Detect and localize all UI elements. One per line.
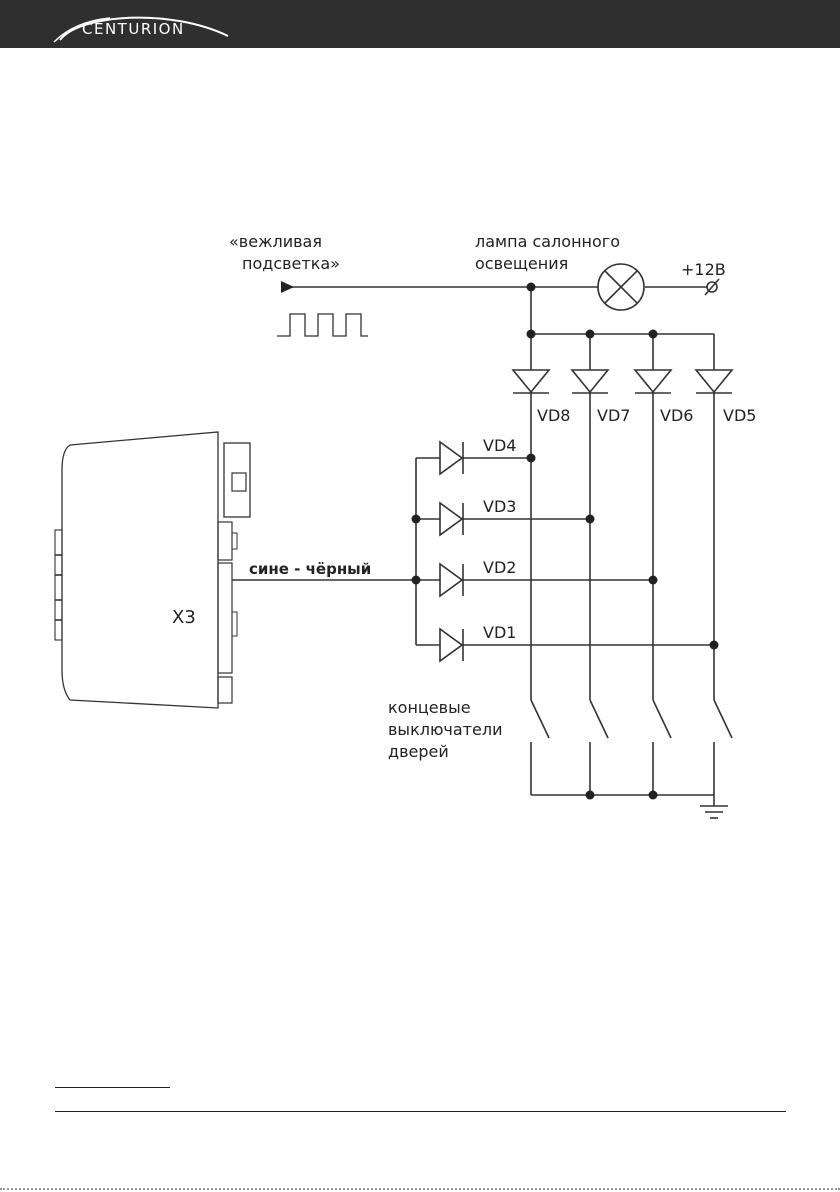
label-vd3: VD3: [483, 497, 516, 516]
footnote-separator: [55, 1087, 170, 1088]
signal-label-line2: подсветка»: [242, 254, 340, 273]
diode-vd7: [572, 370, 608, 393]
diode-vd1: [440, 629, 463, 661]
lamp-label-line1: лампа салонного: [475, 232, 620, 251]
label-vd7: VD7: [597, 406, 630, 425]
page-edge-dots: [0, 1188, 840, 1190]
supply-label: +12В: [681, 260, 726, 279]
switch-label-line1: концевые: [388, 698, 471, 717]
lamp-symbol: [598, 264, 644, 310]
label-vd1: VD1: [483, 623, 516, 642]
footer-rule: [55, 1111, 786, 1112]
label-vd8: VD8: [537, 406, 570, 425]
signal-label-line1: «вежливая: [229, 232, 322, 251]
supply-terminal-icon: [705, 279, 719, 295]
pulse-wave-icon: [277, 314, 368, 336]
wire-color-label: сине - чёрный: [249, 560, 371, 578]
alarm-unit-device: [55, 432, 250, 708]
label-vd5: VD5: [723, 406, 756, 425]
diode-vd3: [440, 503, 463, 535]
diode-vd2: [440, 564, 463, 596]
signal-arrow-icon: [281, 281, 294, 293]
label-vd4: VD4: [483, 436, 516, 455]
switch-label-line2: выключатели: [388, 720, 502, 739]
diode-vd8: [513, 370, 549, 393]
connector-label: X3: [172, 607, 196, 628]
diode-vd5: [696, 370, 732, 393]
label-vd2: VD2: [483, 558, 516, 577]
label-vd6: VD6: [660, 406, 693, 425]
ground-icon: [700, 795, 728, 818]
lamp-label-line2: освещения: [475, 254, 568, 273]
diode-vd4: [440, 442, 463, 474]
switch-label-line3: дверей: [388, 742, 449, 761]
diode-vd6: [635, 370, 671, 393]
